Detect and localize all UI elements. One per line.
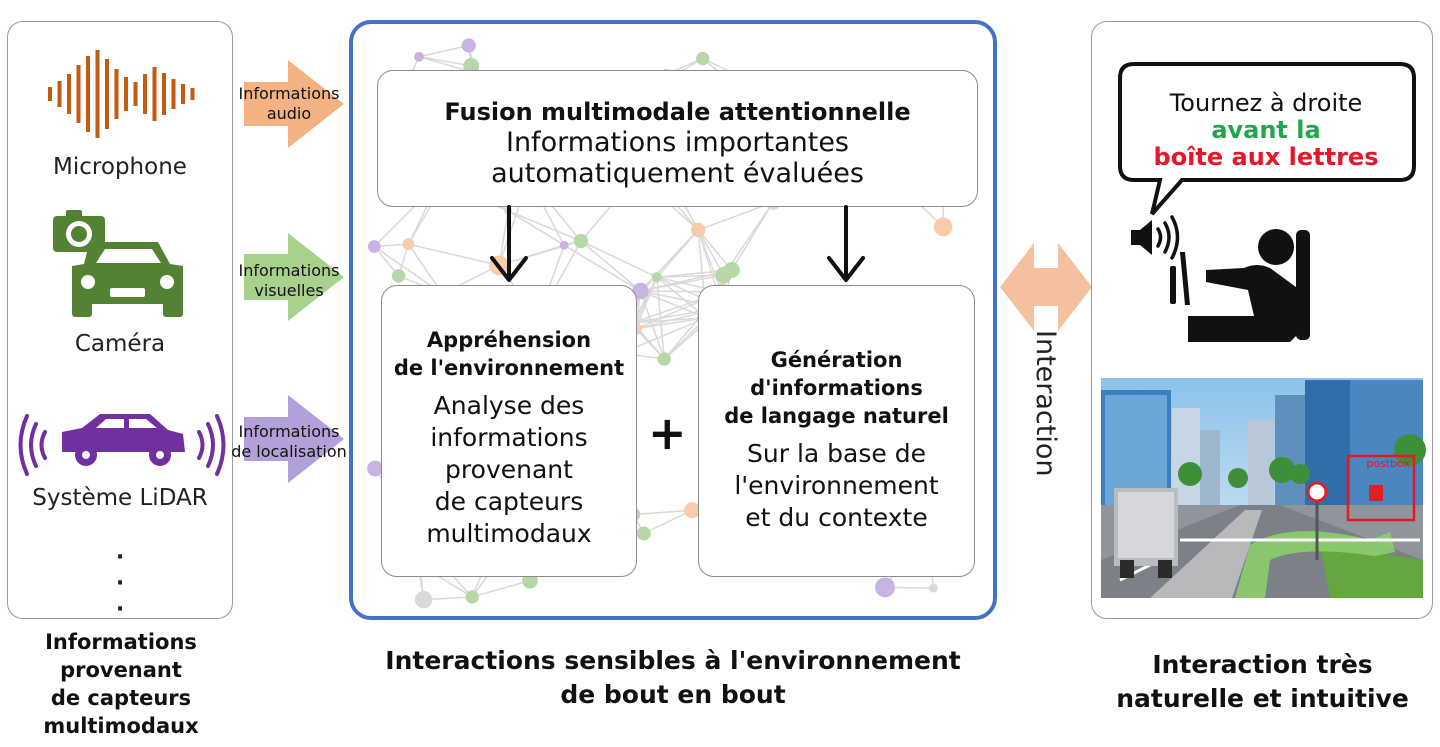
- network-node: [929, 583, 938, 593]
- waveform-bar: [95, 50, 100, 138]
- waveform-bar: [105, 59, 109, 129]
- left-caption: Informations provenant de capteurs multi…: [43, 630, 199, 738]
- waveform-bar: [162, 73, 166, 115]
- network-edge: [633, 509, 693, 516]
- network-node: [367, 240, 381, 253]
- network-edge: [563, 244, 641, 292]
- center-caption: Interactions sensibles à l'environnement…: [385, 646, 961, 709]
- network-node: [391, 269, 406, 283]
- interaction-label: Interaction: [1030, 330, 1061, 477]
- network-node: [632, 282, 649, 300]
- network-node: [696, 51, 710, 66]
- waveform-bar: [152, 67, 157, 121]
- network-edge: [580, 240, 641, 292]
- network-node: [461, 38, 476, 53]
- waveform-bar: [86, 56, 90, 132]
- waveform-bar: [133, 82, 138, 106]
- visual-arrow-label: Informations visuelles: [238, 261, 340, 300]
- speech-text: Tournez à droite avant la boîte aux lett…: [1125, 90, 1407, 171]
- apprehension-box: Appréhension de l'environnement Analyse …: [381, 285, 637, 577]
- network-node: [636, 526, 651, 541]
- waveform-bar: [67, 74, 71, 114]
- speech-bubble: [1118, 62, 1416, 216]
- waveform-bar: [48, 87, 52, 101]
- postbox-tag: postbox: [1366, 457, 1410, 470]
- waveform-bar: [190, 88, 195, 100]
- network-edge: [418, 44, 469, 58]
- network-node: [933, 217, 953, 237]
- network-node: [657, 352, 671, 366]
- plus-sign: +: [648, 406, 687, 460]
- waveform-bar: [171, 79, 176, 109]
- waveform-bar: [76, 65, 81, 123]
- generation-text: Sur la base de l'environnement et du con…: [734, 439, 939, 532]
- waveform-bar: [124, 77, 128, 111]
- speech-line-3: boîte aux lettres: [1153, 143, 1379, 171]
- audio-arrow-label: Informations audio: [238, 84, 340, 123]
- fusion-text: Informations importantes automatiquement…: [491, 127, 864, 189]
- network-edge: [418, 56, 472, 67]
- driver-icon: [1170, 229, 1310, 342]
- network-node: [465, 590, 479, 604]
- lidar-car-icon: [18, 414, 226, 476]
- lidar-label: Système LiDAR: [32, 485, 208, 511]
- network-node: [651, 272, 662, 283]
- speech-line-2: avant la: [1211, 116, 1321, 144]
- network-node: [414, 51, 425, 62]
- location-arrow: [244, 395, 344, 483]
- network-node: [463, 57, 480, 74]
- network-edge: [656, 229, 699, 278]
- network-node: [573, 233, 589, 249]
- network-edge: [472, 579, 531, 598]
- network-edge: [580, 240, 658, 278]
- generation-box: Génération d'informations de langage nat…: [698, 285, 975, 577]
- network-edge: [635, 317, 707, 330]
- network-node: [723, 262, 740, 278]
- fusion-box: Fusion multimodale attentionnelle Inform…: [377, 70, 978, 207]
- network-node: [367, 460, 384, 477]
- apprehension-text: Analyse des informations provenant de ca…: [426, 391, 592, 548]
- microphone-label: Microphone: [53, 154, 187, 180]
- street-scene-image: [1101, 378, 1426, 598]
- network-edge: [640, 290, 707, 319]
- right-caption: Interaction très naturelle et intuitive: [1116, 650, 1409, 713]
- camera-car-icon: [53, 210, 183, 317]
- camera-label: Caméra: [74, 331, 166, 357]
- down-arrow-left: [490, 205, 528, 282]
- audio-arrow: [244, 60, 344, 148]
- network-node: [684, 502, 701, 519]
- network-edge: [697, 229, 733, 271]
- waveform-bar: [114, 69, 119, 119]
- network-edge: [408, 243, 500, 267]
- location-arrow-label: Informations de localisation: [231, 422, 347, 461]
- waveform-bar: [57, 81, 62, 107]
- network-edge: [632, 317, 707, 324]
- speech-line-1: Tournez à droite: [1169, 89, 1363, 117]
- network-node: [414, 591, 433, 609]
- speaker-icon: [1131, 215, 1180, 260]
- sensor-panel: [7, 21, 233, 619]
- waveform-bar: [143, 74, 147, 114]
- apprehension-title: Appréhension de l'environnement: [393, 328, 625, 380]
- network-edge: [507, 210, 582, 242]
- down-arrow-right: [827, 205, 865, 282]
- network-edge: [507, 210, 565, 246]
- network-node: [402, 238, 415, 251]
- generation-title: Génération d'informations de langage nat…: [724, 348, 949, 428]
- waveform-bar: [181, 84, 185, 104]
- network-node: [690, 222, 706, 238]
- network-edge: [697, 229, 725, 276]
- microphone-waveform-icon: [48, 50, 195, 138]
- network-edge: [643, 509, 693, 535]
- more-sensors-ellipsis: · · ·: [115, 545, 125, 622]
- visual-arrow: [244, 233, 344, 321]
- network-node: [559, 240, 569, 250]
- network-edge: [731, 201, 774, 271]
- network-node: [875, 577, 895, 598]
- fusion-title: Fusion multimodale attentionnelle: [444, 98, 911, 126]
